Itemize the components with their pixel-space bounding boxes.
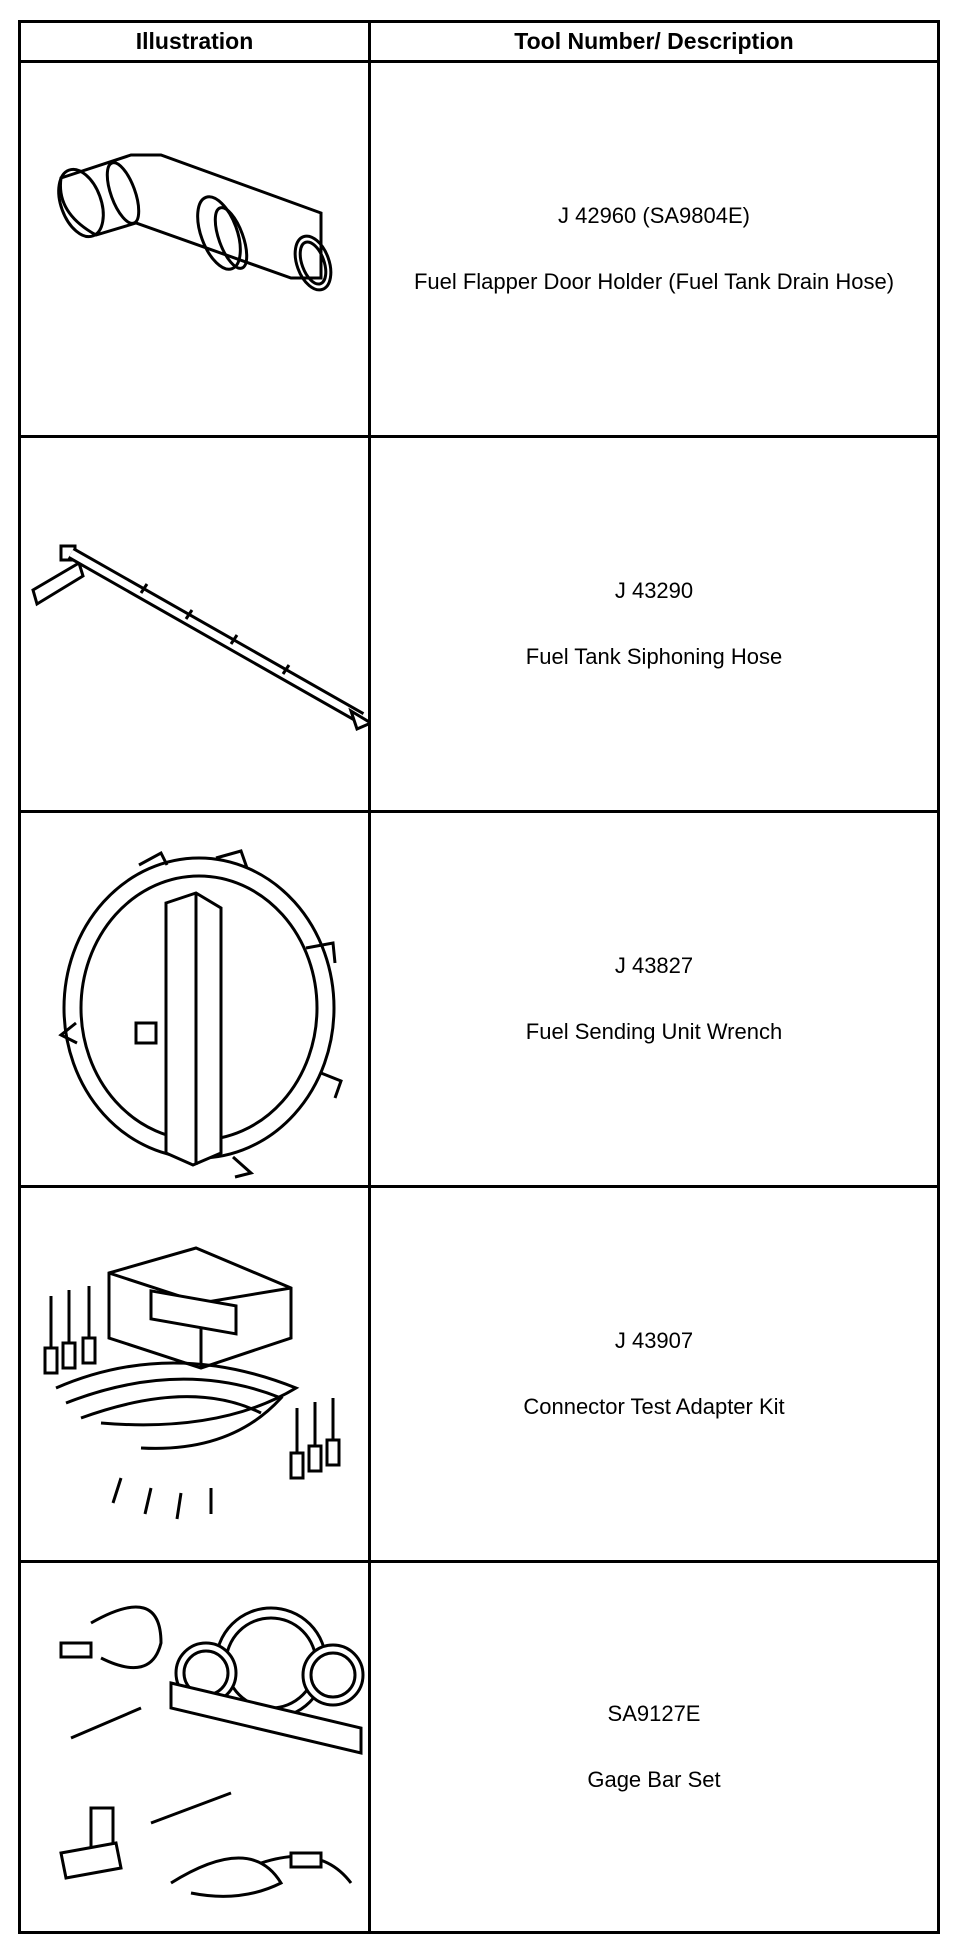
tool-description: Fuel Sending Unit Wrench [525, 1019, 783, 1044]
gage-bar-set-icon [21, 1563, 368, 1931]
table-header: Illustration Tool Number/ Description [21, 23, 937, 63]
tool-description: Gage Bar Set [587, 1767, 721, 1792]
table-row: SA9127E Gage Bar Set [21, 1563, 937, 1931]
table-row: J 43827 Fuel Sending Unit Wrench [21, 813, 937, 1188]
tool-number: J 43827 [614, 953, 694, 978]
table-row: J 42960 (SA9804E) Fuel Flapper Door Hold… [21, 63, 937, 438]
sending-unit-wrench-icon [21, 813, 368, 1185]
tool-number: J 43290 [614, 578, 694, 603]
table-row: J 43907 Connector Test Adapter Kit [21, 1188, 937, 1563]
flapper-door-holder-icon [21, 63, 368, 435]
tool-number: J 43907 [614, 1328, 694, 1353]
tool-table: Illustration Tool Number/ Description J … [18, 20, 940, 1934]
tool-description: Fuel Tank Siphoning Hose [525, 644, 783, 669]
tool-number: J 42960 (SA9804E) [557, 203, 751, 228]
header-illustration: Illustration [135, 28, 254, 54]
tool-description: Connector Test Adapter Kit [523, 1394, 785, 1419]
table-row: J 43290 Fuel Tank Siphoning Hose [21, 438, 937, 813]
header-tool-description: Tool Number/ Description [514, 28, 794, 54]
tool-description: Fuel Flapper Door Holder (Fuel Tank Drai… [413, 269, 895, 294]
test-adapter-kit-icon [21, 1188, 368, 1560]
tool-number: SA9127E [607, 1701, 701, 1726]
column-divider [368, 23, 371, 1931]
siphoning-hose-icon [21, 438, 368, 810]
